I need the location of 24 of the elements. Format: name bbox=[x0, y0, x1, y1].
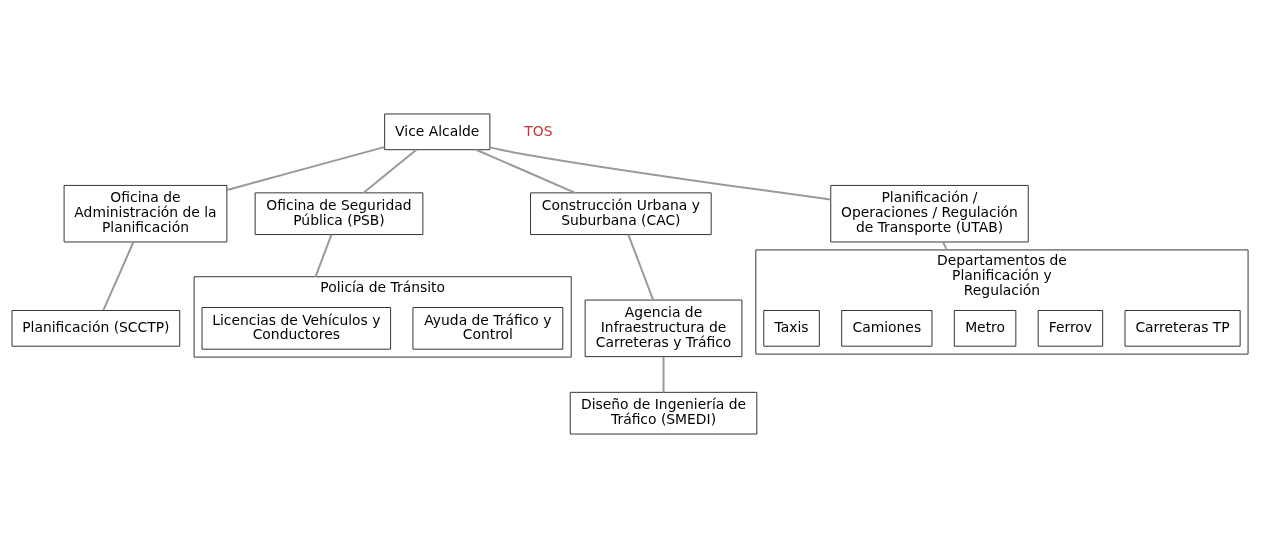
node-box: Oficina de Seguridad Pública (PSB) bbox=[254, 192, 424, 236]
connector bbox=[362, 148, 418, 194]
node-box: Agencia de Infraestructura de Carreteras y Tráfico bbox=[584, 299, 743, 358]
connector bbox=[489, 146, 832, 201]
node-box: Taxis bbox=[763, 309, 820, 347]
node-box: Vice Alcalde bbox=[384, 113, 491, 151]
node-box: Planificación (SCCTP) bbox=[11, 309, 181, 347]
label: TOS bbox=[524, 122, 553, 139]
node-box: Ayuda de Tráfico y Control bbox=[412, 307, 564, 350]
connector bbox=[475, 148, 577, 194]
node-box: Planificación / Operaciones / Regulación de Transporte (UTAB) bbox=[830, 184, 1029, 243]
node-box: Camiones bbox=[841, 309, 933, 347]
node-box: Oficina de Administración de la Planificación bbox=[63, 184, 228, 243]
node-box: Construcción Urbana y Suburbana (CAC) bbox=[530, 192, 712, 236]
connector bbox=[102, 241, 135, 312]
connector bbox=[627, 233, 654, 301]
connector bbox=[225, 146, 386, 192]
node-box: Diseño de Ingeniería de Tráfico (SMEDI) bbox=[569, 391, 758, 435]
node-box: Metro bbox=[953, 309, 1017, 347]
connector bbox=[662, 355, 665, 394]
connector bbox=[314, 233, 333, 278]
node-box: Licencias de Vehículos y Conductores bbox=[201, 307, 392, 350]
node-box: Ferrov bbox=[1037, 309, 1104, 347]
node-box: Carreteras TP bbox=[1124, 309, 1241, 347]
